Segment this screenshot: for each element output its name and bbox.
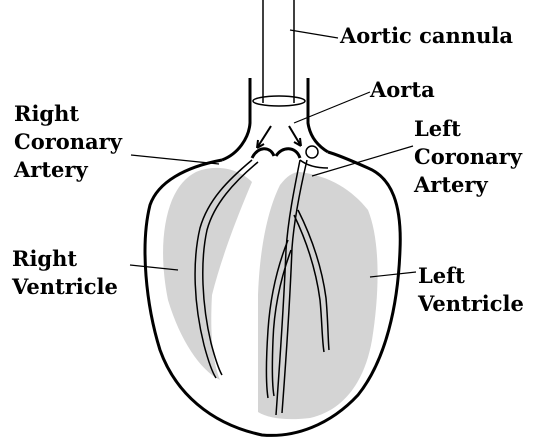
- leader-aortic-cannula: [290, 30, 338, 38]
- label-right-coronary-line1: Right: [14, 100, 122, 128]
- label-left-ventricle: Left Ventricle: [418, 262, 524, 318]
- label-right-coronary-line3: Artery: [14, 156, 122, 184]
- label-aortic-cannula-text: Aortic cannula: [340, 22, 513, 50]
- leader-aorta: [294, 92, 370, 123]
- right-ventricle-region: [163, 168, 252, 380]
- flow-arrow-left: [257, 126, 271, 148]
- left-coronary-ostium: [306, 146, 318, 158]
- aortic-valve-left: [252, 149, 274, 158]
- label-right-ventricle-line1: Right: [12, 245, 118, 273]
- label-aorta: Aorta: [370, 76, 435, 104]
- aorta-left-wall: [222, 78, 250, 160]
- aorta-cannula-tip: [253, 96, 305, 106]
- flow-arrow-right: [289, 126, 301, 146]
- label-aorta-text: Aorta: [370, 76, 435, 104]
- label-aortic-cannula: Aortic cannula: [340, 22, 513, 50]
- aorta-right-wall: [308, 78, 328, 152]
- left-ventricle-region: [258, 172, 378, 419]
- label-left-coronary-artery: Left Coronary Artery: [414, 115, 522, 199]
- label-left-coronary-line3: Artery: [414, 171, 522, 199]
- label-left-coronary-line1: Left: [414, 115, 522, 143]
- label-right-ventricle-line2: Ventricle: [12, 273, 118, 301]
- base-line-right: [300, 160, 328, 168]
- label-right-ventricle: Right Ventricle: [12, 245, 118, 301]
- label-left-ventricle-line2: Ventricle: [418, 290, 524, 318]
- aortic-valve-right: [276, 149, 300, 158]
- label-left-coronary-line2: Coronary: [414, 143, 522, 171]
- label-left-ventricle-line1: Left: [418, 262, 524, 290]
- label-right-coronary-line2: Coronary: [14, 128, 122, 156]
- leader-right-coronary: [131, 155, 219, 164]
- label-right-coronary-artery: Right Coronary Artery: [14, 100, 122, 184]
